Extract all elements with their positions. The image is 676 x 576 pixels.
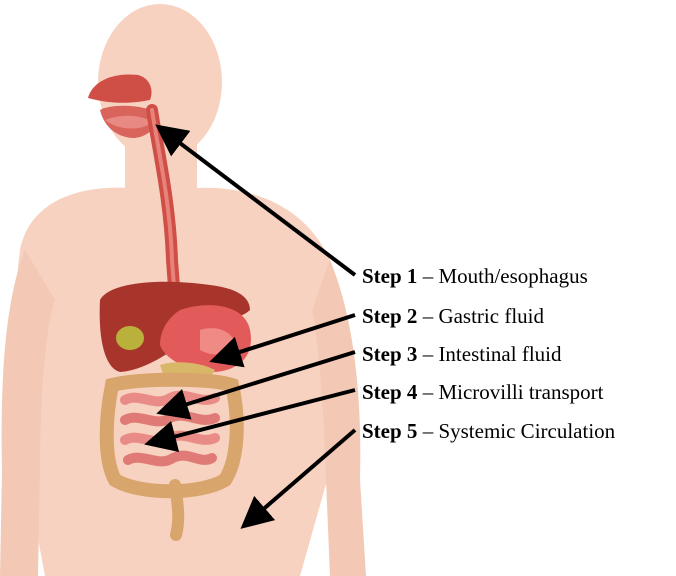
step-2-label: Step 2 – Gastric fluid — [362, 304, 544, 328]
step-4-number: Step 4 — [362, 380, 417, 404]
step-3-number: Step 3 — [362, 342, 417, 366]
step-1-description: Mouth/esophagus — [438, 264, 587, 288]
step-2-description: Gastric fluid — [438, 304, 544, 328]
step-4-description: Microvilli transport — [438, 380, 603, 404]
step-4-label: Step 4 – Microvilli transport — [362, 380, 604, 404]
step-2-separator: – — [417, 304, 438, 328]
step-5-number: Step 5 — [362, 419, 417, 443]
step-1-number: Step 1 — [362, 264, 417, 288]
step-5-label: Step 5 – Systemic Circulation — [362, 419, 615, 443]
step-3-separator: – — [417, 342, 438, 366]
step-5-separator: – — [417, 419, 438, 443]
step-1-label: Step 1 – Mouth/esophagus — [362, 264, 588, 288]
step-1-separator: – — [417, 264, 438, 288]
step-4-separator: – — [417, 380, 438, 404]
gallbladder — [116, 326, 144, 350]
step-2-number: Step 2 — [362, 304, 417, 328]
rectum — [175, 485, 178, 535]
step-3-description: Intestinal fluid — [438, 342, 561, 366]
step-5-description: Systemic Circulation — [438, 419, 615, 443]
nasal-cavity — [88, 74, 152, 102]
step-3-label: Step 3 – Intestinal fluid — [362, 342, 562, 366]
